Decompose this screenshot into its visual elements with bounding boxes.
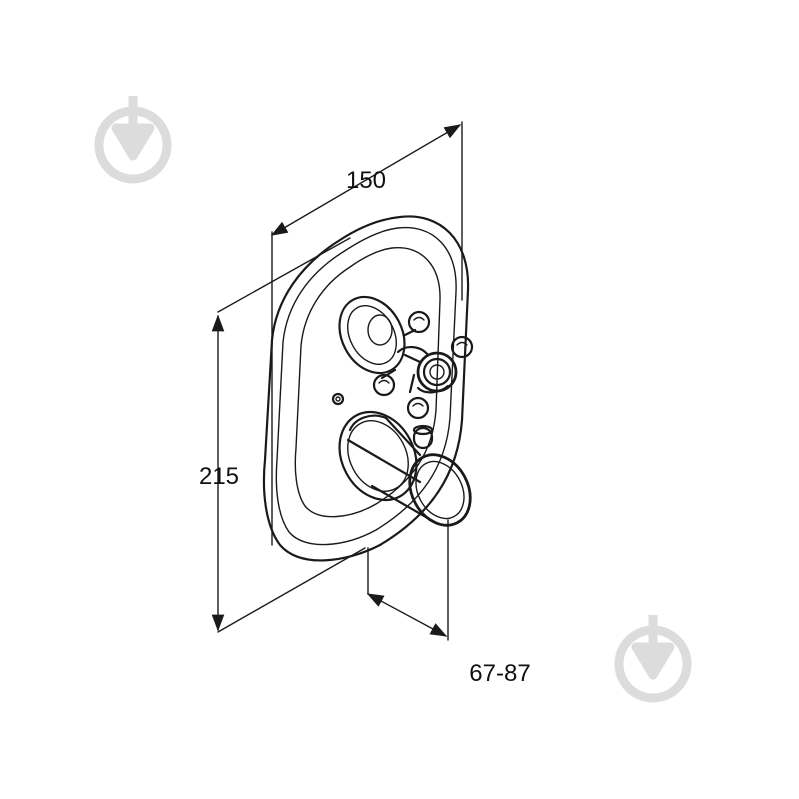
download-arrow-icon (614, 615, 692, 703)
width-dimension-label: 150 (346, 167, 386, 194)
depth-dimension-line (366, 593, 448, 637)
thermostatic-knob (338, 410, 472, 527)
extension-lines (217, 121, 463, 641)
depth-dimension-label: 67-87 (469, 660, 530, 687)
download-arrow-icon (94, 96, 172, 184)
diverter-valve (338, 295, 406, 375)
escutcheon-plate-rim (275, 226, 457, 546)
escutcheon-inner-panel (294, 247, 441, 518)
width-dimension-line (270, 124, 462, 236)
height-dimension-label: 215 (199, 463, 239, 490)
screw-icon (331, 392, 345, 406)
cross-handle (372, 310, 474, 420)
escutcheon-plate-outer (262, 215, 470, 562)
